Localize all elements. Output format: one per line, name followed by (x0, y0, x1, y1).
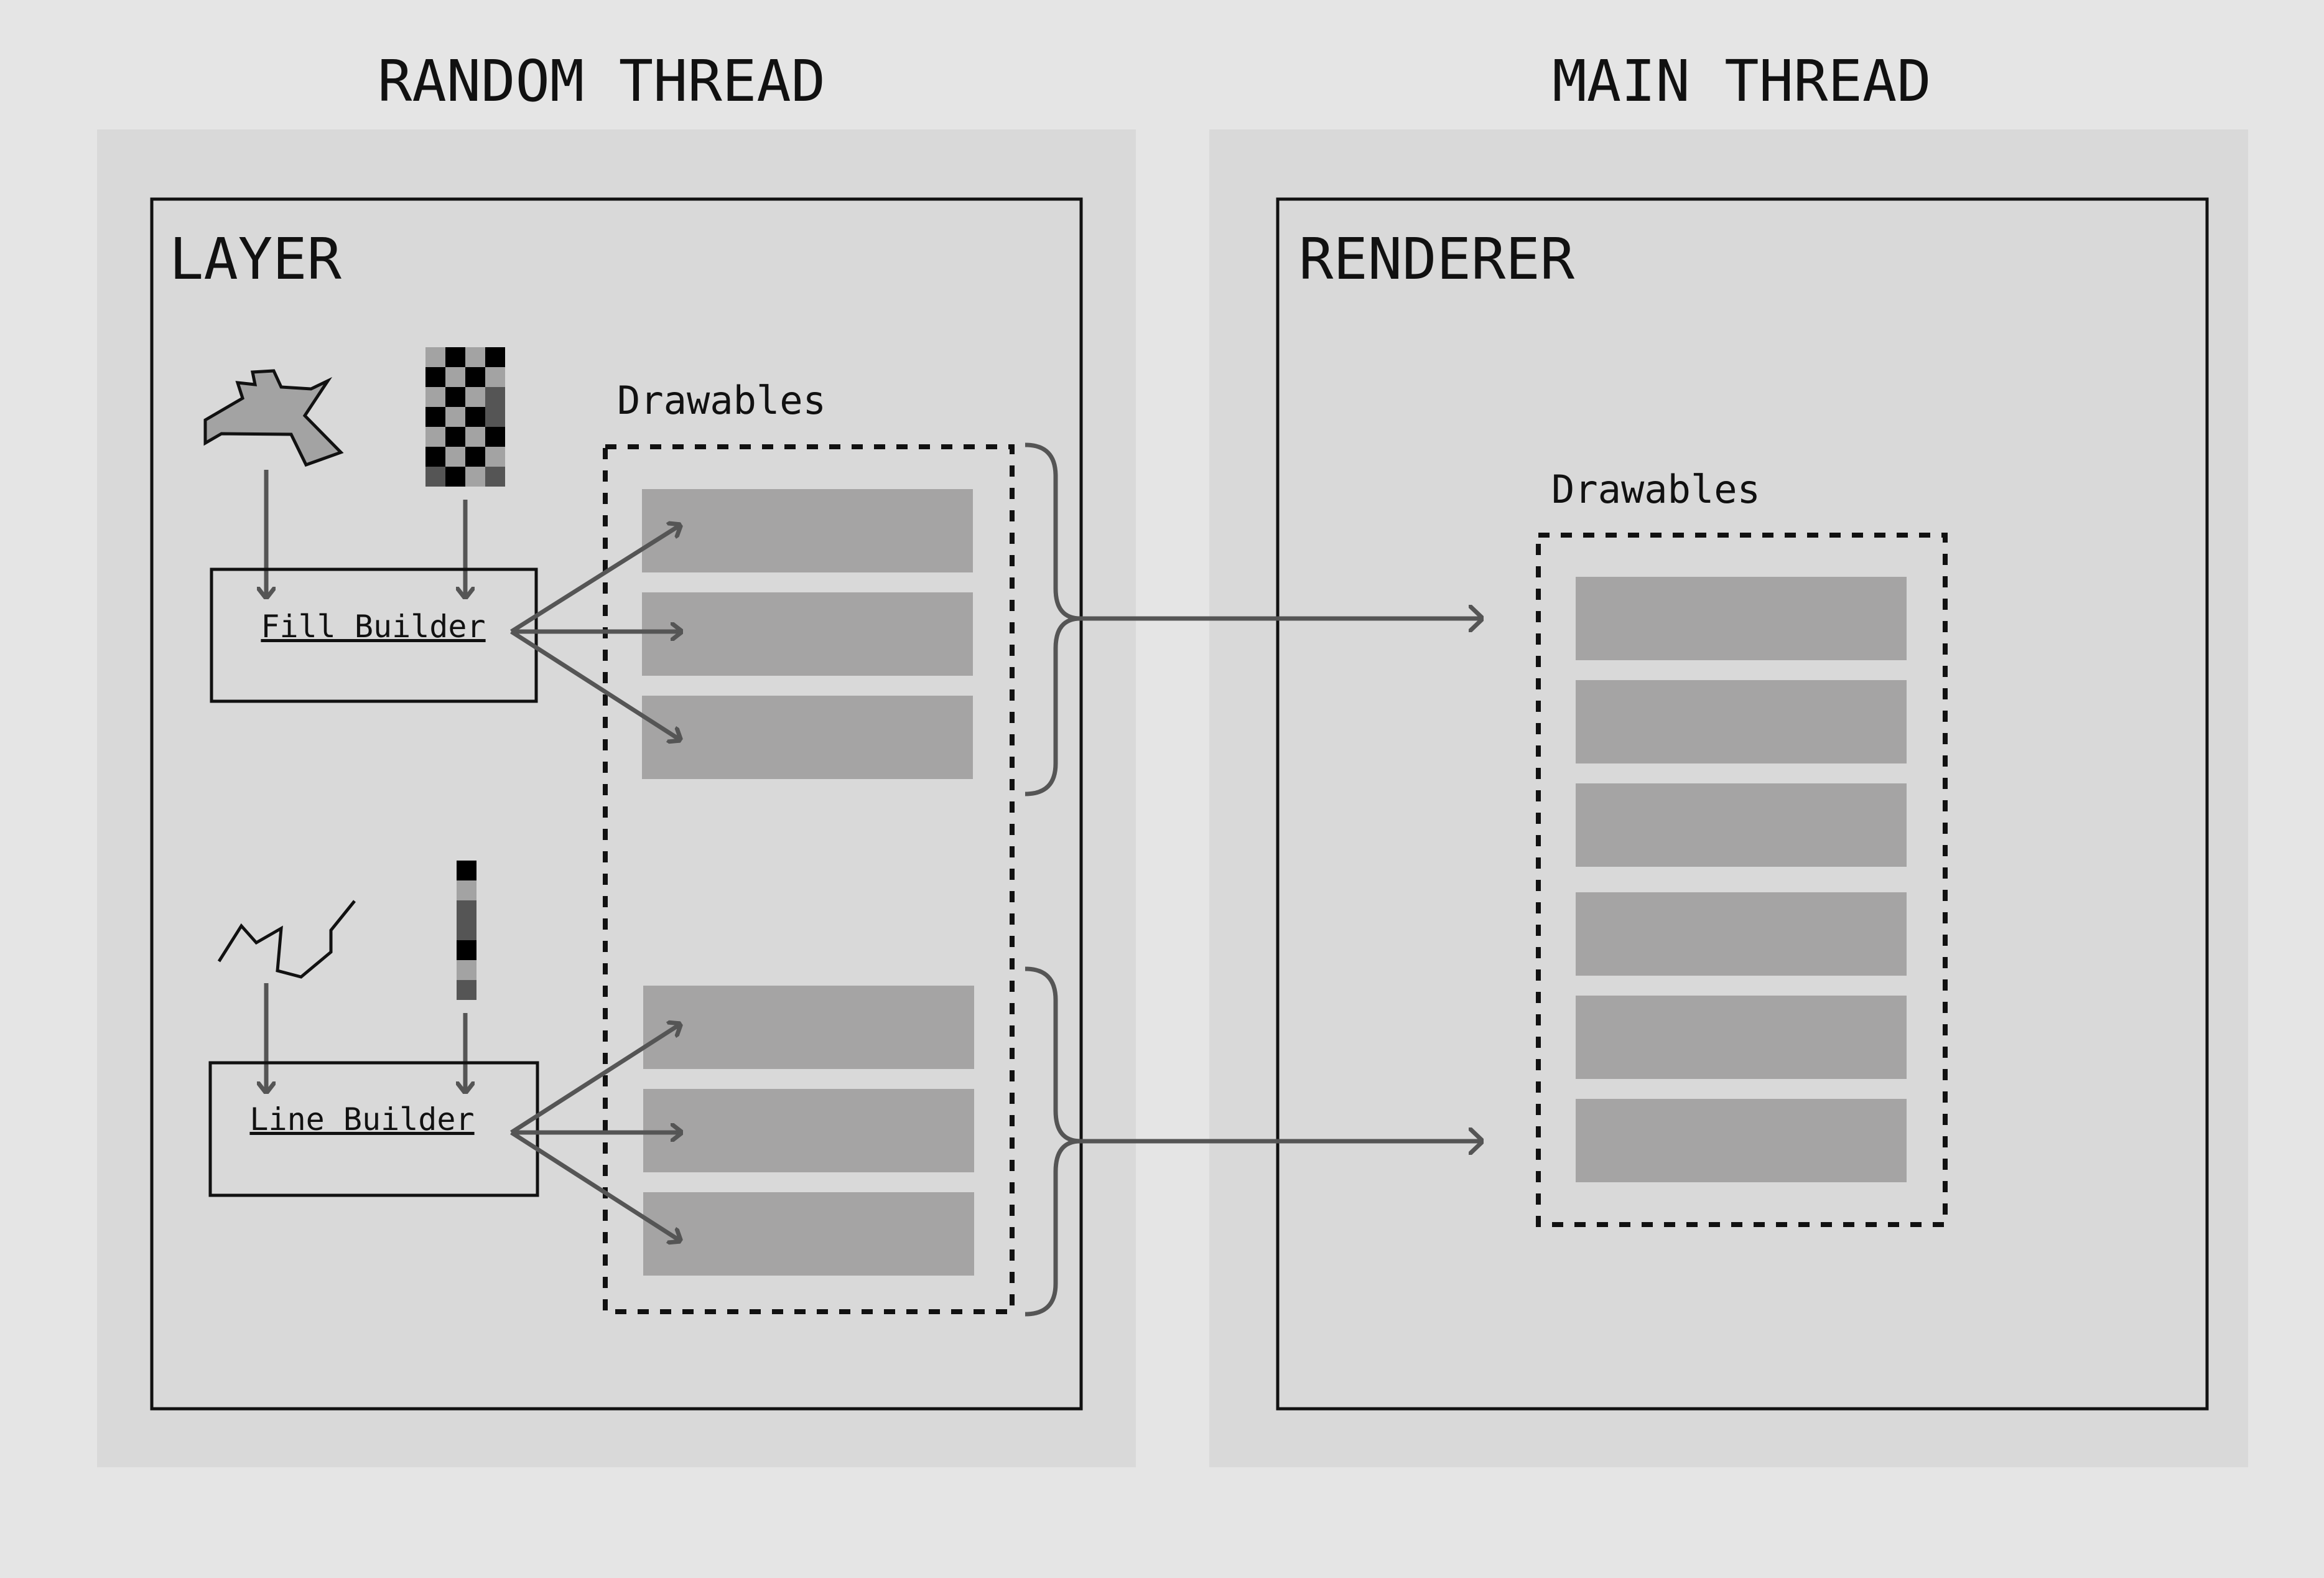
renderer-drawables-container (1536, 533, 1948, 1227)
renderer-title: RENDERER (1299, 226, 1575, 292)
checker-pattern-icon (425, 347, 505, 487)
renderer-drawable-2 (1576, 680, 1907, 763)
fill-drawable-1 (642, 489, 973, 572)
fill-builder-label: Fill Builder (261, 609, 485, 645)
polyline-shape-icon (217, 900, 356, 979)
renderer-drawables-list (1576, 577, 1907, 1182)
dash-pattern-icon (457, 861, 476, 1000)
renderer-box (1276, 197, 2209, 1411)
renderer-drawable-3 (1576, 783, 1907, 867)
line-builder-label: Line Builder (249, 1101, 474, 1137)
layer-title: LAYER (169, 226, 342, 292)
line-drawable-3 (643, 1192, 974, 1276)
renderer-drawable-6 (1576, 1099, 1907, 1182)
fill-builder-box (210, 567, 538, 703)
main-thread-title: MAIN THREAD (1552, 48, 1931, 114)
layer-drawables-container (603, 444, 1015, 1314)
builder-output-arrows (510, 525, 682, 1241)
random-thread-title: RANDOM THREAD (378, 48, 825, 114)
renderer-drawable-4 (1576, 892, 1907, 976)
line-builder-box (208, 1061, 539, 1197)
renderer-drawable-5 (1576, 996, 1907, 1079)
fill-builder-arrow-1 (510, 525, 681, 633)
line-drawable-1 (643, 986, 974, 1069)
polygon-shape-icon (203, 369, 344, 467)
transfer-arrows (1081, 619, 1483, 1141)
layer-drawables-list (642, 489, 974, 1276)
renderer-drawables-label: Drawables (1551, 467, 1760, 512)
fill-builder-arrow-3 (510, 630, 681, 740)
renderer-drawable-1 (1576, 577, 1907, 660)
layer-box (150, 197, 1083, 1411)
layer-drawables-label: Drawables (617, 378, 826, 423)
fill-drawable-2 (642, 592, 973, 676)
input-arrows (266, 470, 465, 1093)
random-thread-panel (97, 129, 1136, 1467)
line-builder-arrow-1 (510, 1024, 681, 1134)
fill-drawable-3 (642, 696, 973, 779)
line-builder-arrow-3 (510, 1131, 681, 1241)
line-drawable-2 (643, 1089, 974, 1172)
